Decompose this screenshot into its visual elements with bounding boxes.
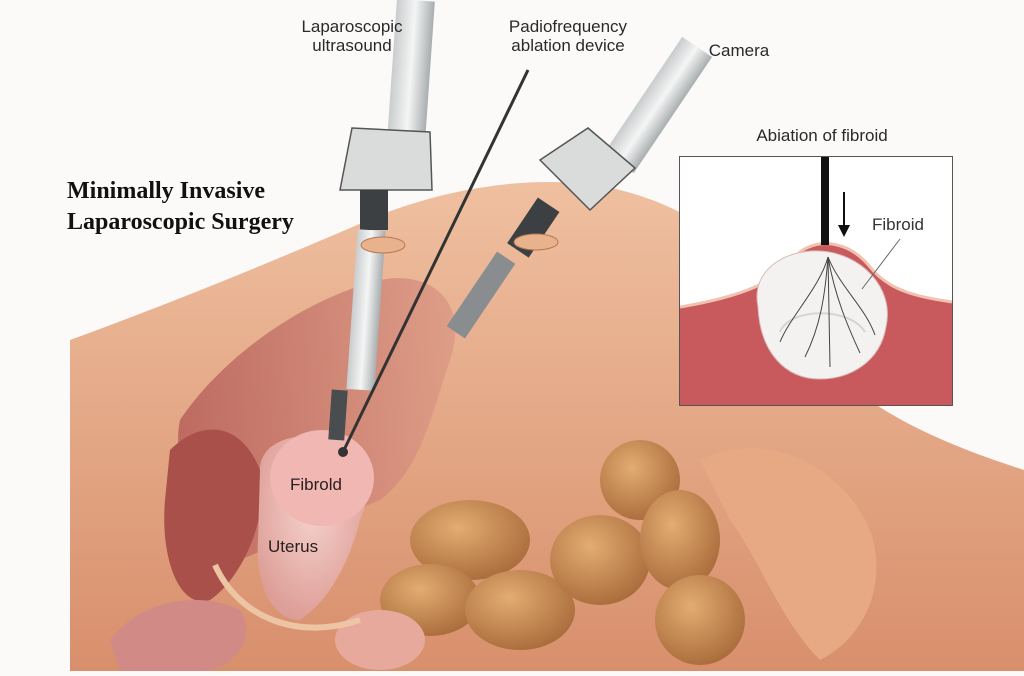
arrow-head-icon — [838, 225, 850, 237]
bladder — [110, 600, 247, 671]
port-ultrasound — [360, 236, 406, 254]
electrode-tines — [779, 256, 876, 368]
title-line-2: Laparoscopic Surgery — [67, 209, 294, 235]
pelvic-wall — [164, 429, 262, 602]
inset-ablation-panel: Fibroid — [679, 156, 953, 406]
label-line: Camera — [708, 41, 770, 60]
bowel — [335, 440, 877, 670]
ablation-probe — [821, 157, 829, 245]
fibroid-leader-line — [861, 238, 901, 290]
title-line-1: Minimally Invasive — [67, 178, 266, 204]
laparoscopic-ultrasound-instrument — [328, 0, 435, 441]
label-line: ultrasound — [312, 36, 392, 55]
label-laparoscopic-ultrasound: Laparoscopic ultrasound — [276, 17, 428, 55]
label-line: Padiofrequency — [508, 17, 628, 36]
label-camera: Camera — [694, 41, 784, 60]
inset-illustration — [680, 157, 952, 405]
fibroid-mass — [756, 250, 888, 380]
diagram-title: Minimally Invasive Laparoscopic Surgery — [67, 176, 294, 238]
camera-instrument — [446, 36, 713, 339]
needle-tip — [338, 447, 348, 457]
inset-title: Abiation of fibroid — [756, 126, 888, 145]
port-camera — [513, 233, 559, 251]
label-line: Laparoscopic — [301, 17, 403, 36]
rf-ablation-needle — [341, 69, 530, 453]
fallopian-tube — [212, 563, 361, 631]
label-line: ablation device — [511, 36, 625, 55]
fibroid — [270, 430, 374, 526]
label-fibroid: Fibrold — [290, 475, 342, 494]
label-uterus: Uterus — [268, 537, 319, 556]
label-rf-ablation-device: Padiofrequency ablation device — [488, 17, 648, 55]
inset-fibroid-label: Fibroid — [872, 215, 924, 234]
